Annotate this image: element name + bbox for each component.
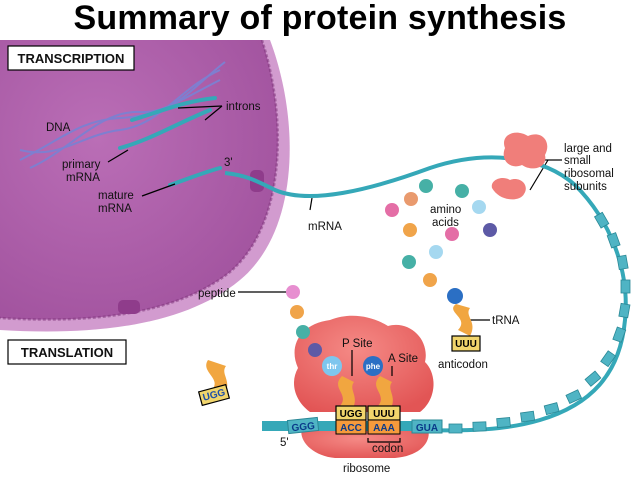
a-site-label: A Site — [388, 353, 418, 365]
right-codon-bases: GUA — [416, 423, 438, 434]
dna-label: DNA — [46, 122, 71, 134]
amino-acid-pool — [385, 179, 497, 287]
incoming-trna: UUU — [447, 288, 481, 352]
p-site-trna: thr UGG — [322, 356, 367, 421]
primary-mrna-label-2: mRNA — [66, 172, 100, 184]
anticodon-label: anticodon — [438, 359, 488, 371]
transcription-label: TRANSCRIPTION — [18, 51, 125, 66]
a-site-codon-bases: AAA — [373, 423, 395, 434]
amino-acids-label-1: amino — [430, 204, 461, 216]
amino-acids-label-2: acids — [432, 217, 459, 229]
subunits-label-3: ribosomal — [564, 168, 614, 180]
free-trna: UGG — [197, 360, 231, 407]
three-prime-label: 3' — [224, 157, 233, 169]
mrna-label: mRNA — [308, 221, 342, 233]
left-codon-bases: GGG — [291, 421, 316, 434]
codon-label: codon — [372, 443, 403, 455]
ribosomal-subunit-small — [491, 177, 526, 200]
p-site-anticodon-bases: UGG — [340, 409, 363, 420]
a-site-amino-acid: phe — [366, 362, 381, 371]
mrna-codon-segments — [448, 211, 631, 434]
leader-lines — [107, 105, 562, 458]
dna-helix — [19, 61, 226, 169]
page-title: Summary of protein synthesis — [73, 0, 567, 37]
subunits-label-1: large and — [564, 143, 612, 155]
trna-label: tRNA — [492, 315, 520, 327]
subunits-label-2: small — [564, 155, 591, 167]
p-site-codon-bases: ACC — [340, 423, 362, 434]
a-site-anticodon-bases: UUU — [373, 409, 395, 420]
primary-mrna — [130, 96, 217, 122]
primary-mrna-label-1: primary — [62, 159, 101, 171]
codon-bracket — [367, 438, 401, 443]
p-site-label: P Site — [342, 338, 372, 350]
mature-mrna-label-2: mRNA — [98, 203, 132, 215]
mrna-strand — [224, 155, 628, 433]
incoming-anticodon-bases: UUU — [455, 339, 477, 350]
translation-box — [7, 339, 127, 365]
five-prime-label: 5' — [280, 437, 289, 449]
mature-mrna — [168, 166, 222, 187]
ribosomal-subunit-large — [503, 132, 548, 169]
nuclear-envelope — [0, 40, 280, 321]
introns-label: introns — [226, 101, 261, 113]
p-site-amino-acid: thr — [327, 362, 338, 371]
protein-synthesis-diagram: UUU UGG thr UGG phe UUU ACC — [0, 40, 631, 475]
ribosome-label: ribosome — [343, 463, 390, 475]
primary-mrna-strand — [118, 108, 212, 150]
mature-mrna-label-1: mature — [98, 190, 134, 202]
transcription-box — [7, 45, 135, 71]
ribosome-mrna: ACC AAA GGG GUA — [262, 416, 443, 435]
peptide-label: peptide — [198, 288, 236, 300]
translation-label: TRANSLATION — [21, 345, 113, 360]
peptide-chain — [286, 285, 322, 357]
subunits-label-4: subunits — [564, 181, 607, 193]
